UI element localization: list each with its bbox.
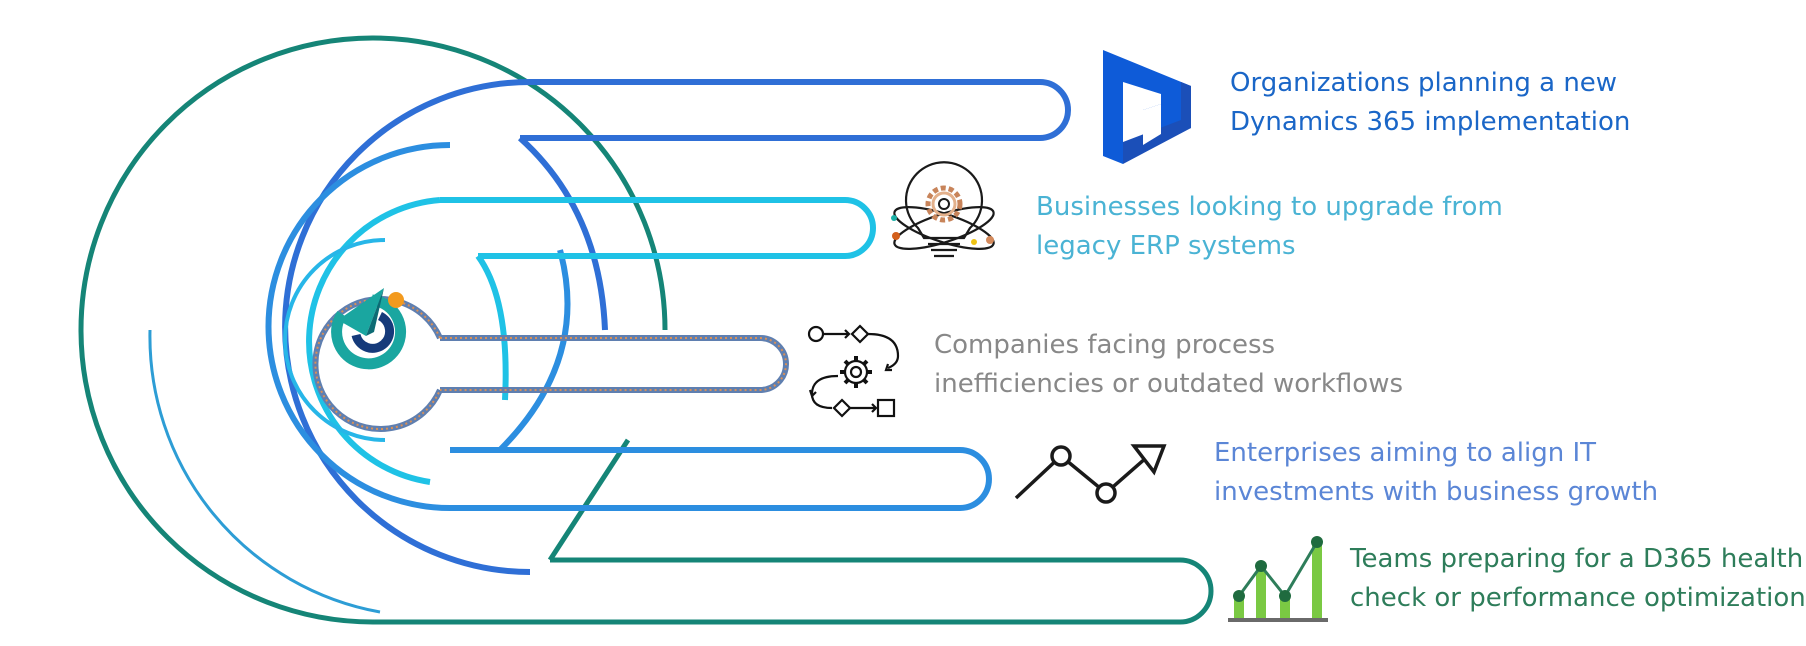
label-health: Teams preparing for a D365 health check …	[1350, 540, 1806, 618]
label-process: Companies facing process inefficiencies …	[934, 326, 1403, 404]
label-alignment-line2: investments with business growth	[1214, 477, 1659, 507]
company-logo-icon	[331, 288, 407, 370]
lightbulb-gear-icon	[891, 161, 995, 258]
label-process-line2: inefficiencies or outdated workflows	[934, 369, 1404, 399]
label-dynamics: Organizations planning a new Dynamics 36…	[1230, 64, 1630, 142]
cyan-track	[306, 197, 876, 485]
label-upgrade-line2: legacy ERP systems	[1036, 231, 1296, 261]
dynamics-365-logo-icon	[1103, 50, 1191, 164]
label-process-line1: Companies facing process	[934, 330, 1276, 360]
bar-chart-growth-icon	[1228, 536, 1328, 622]
label-health-line2: check or performance optimization	[1350, 583, 1806, 613]
process-flow-gear-icon	[807, 324, 900, 418]
label-dynamics-line2: Dynamics 365 implementation	[1230, 107, 1631, 137]
outer-teal-track	[78, 35, 1214, 625]
label-health-line1: Teams preparing for a D365 health	[1350, 544, 1804, 574]
trend-arrow-icon	[1014, 444, 1167, 504]
label-dynamics-line1: Organizations planning a new	[1230, 68, 1618, 98]
label-upgrade-line1: Businesses looking to upgrade from	[1036, 192, 1503, 222]
lightblue-track	[265, 142, 992, 511]
label-alignment-line1: Enterprises aiming to align IT	[1214, 438, 1597, 468]
label-upgrade: Businesses looking to upgrade from legac…	[1036, 188, 1503, 266]
label-alignment: Enterprises aiming to align IT investmen…	[1214, 434, 1658, 512]
